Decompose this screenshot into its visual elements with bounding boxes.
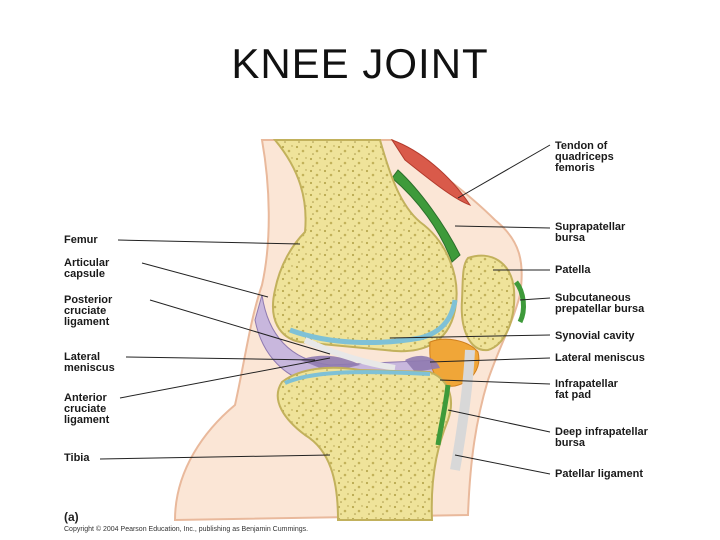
label-lateral-meniscus-right: Lateral meniscus <box>555 353 645 364</box>
copyright-notice: Copyright © 2004 Pearson Education, Inc.… <box>64 526 308 533</box>
figure-letter: (a) <box>64 510 79 524</box>
label-quadriceps-tendon: Tendon of quadriceps femoris <box>555 141 614 174</box>
label-infrapatellar-fat-pad: Infrapatellar fat pad <box>555 379 618 401</box>
label-posterior-cruciate-ligament: Posterior cruciate ligament <box>64 295 112 328</box>
label-deep-infrapatellar-bursa: Deep infrapatellar bursa <box>555 427 648 449</box>
label-patella: Patella <box>555 265 590 276</box>
label-anterior-cruciate-ligament: Anterior cruciate ligament <box>64 393 109 426</box>
label-lateral-meniscus-left: Lateral meniscus <box>64 352 115 374</box>
label-suprapatellar-bursa: Suprapatellar bursa <box>555 222 625 244</box>
label-subcutaneous-prepatellar-bursa: Subcutaneous prepatellar bursa <box>555 293 644 315</box>
label-synovial-cavity: Synovial cavity <box>555 331 635 342</box>
label-tibia: Tibia <box>64 453 89 464</box>
label-patellar-ligament: Patellar ligament <box>555 469 643 480</box>
label-articular-capsule: Articular capsule <box>64 258 109 280</box>
label-femur: Femur <box>64 235 98 246</box>
